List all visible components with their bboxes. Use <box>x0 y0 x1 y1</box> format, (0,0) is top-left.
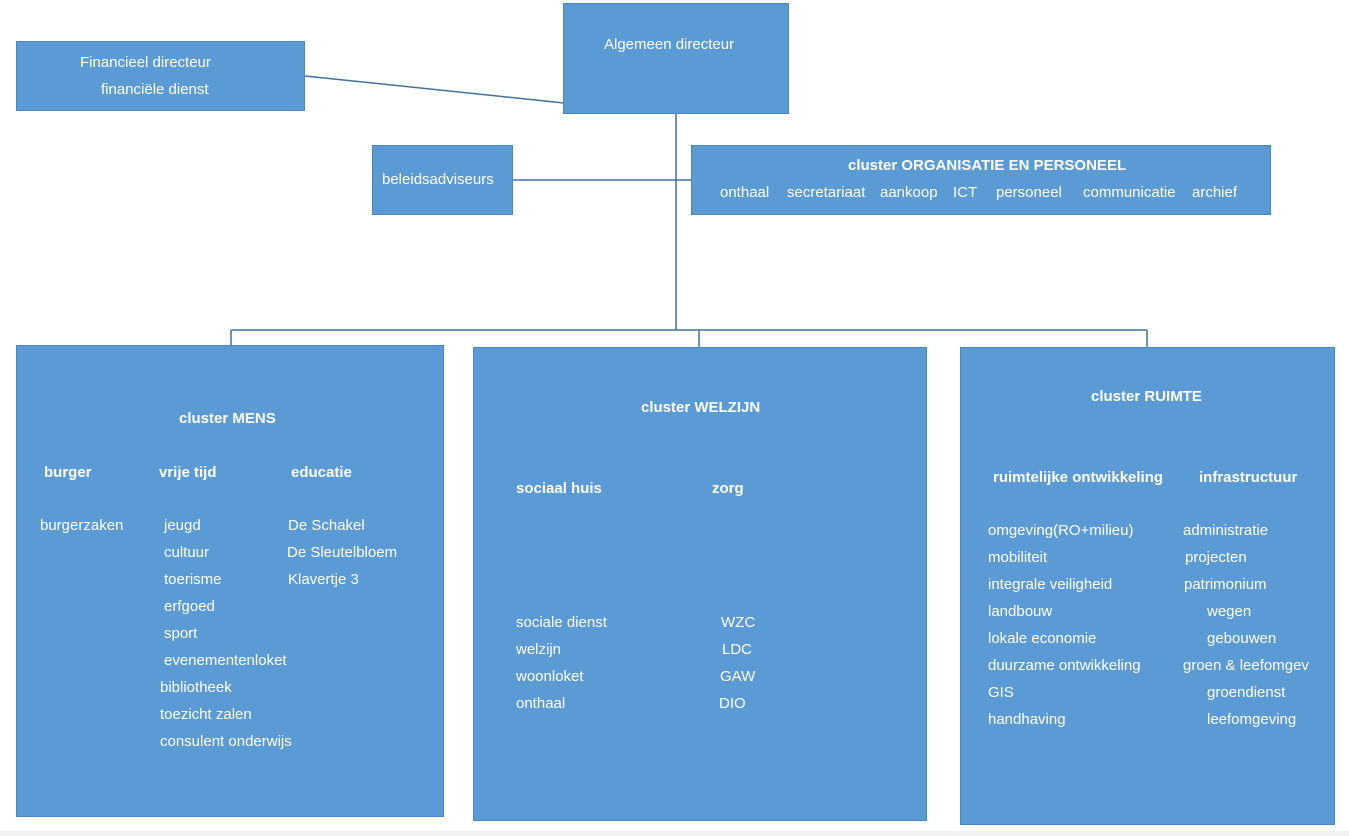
ruimte-item: handhaving <box>988 711 1066 728</box>
ruimte-item: duurzame ontwikkeling <box>988 657 1141 674</box>
welzijn-item: WZC <box>721 614 756 631</box>
cluster-organisatie-title: cluster ORGANISATIE EN PERSONEEL <box>848 157 1127 174</box>
ruimte-item: wegen <box>1207 603 1252 620</box>
ruimte-item: patrimonium <box>1184 576 1267 593</box>
bottom-strip <box>0 831 1349 836</box>
mens-head-educatie: educatie <box>291 464 352 481</box>
welzijn-item: GAW <box>720 668 756 685</box>
mens-item: bibliotheek <box>160 679 232 696</box>
mens-item: Klavertje 3 <box>288 571 359 588</box>
algemeen-directeur-box <box>563 3 789 114</box>
ruimte-item: GIS <box>988 684 1014 701</box>
ruimte-item: lokale economie <box>988 630 1097 647</box>
mens-head-burger: burger <box>44 464 92 481</box>
mens-item: cultuur <box>164 544 210 561</box>
ruimte-item: integrale veiligheid <box>988 576 1113 593</box>
organisatie-item: aankoop <box>880 184 938 201</box>
mens-item: De Sleutelbloem <box>287 544 398 561</box>
ruimte-item: groen & leefomgev <box>1183 657 1309 674</box>
ruimte-item: administratie <box>1183 522 1269 539</box>
welzijn-item: onthaal <box>516 695 566 712</box>
ruimte-head-ruimtelijke-ontwikkeling: ruimtelijke ontwikkeling <box>993 469 1164 486</box>
ruimte-item: groendienst <box>1207 684 1286 701</box>
organisatie-item: ICT <box>953 184 978 201</box>
welzijn-item: woonloket <box>516 668 584 685</box>
mens-item: burgerzaken <box>40 517 124 534</box>
financiele-dienst-label: financiële dienst <box>101 81 209 98</box>
ruimte-item: projecten <box>1185 549 1247 566</box>
mens-head-vrije-tijd: vrije tijd <box>159 464 217 481</box>
ruimte-item: mobiliteit <box>988 549 1048 566</box>
organisatie-item: personeel <box>996 184 1062 201</box>
financieel-directeur-box <box>16 41 305 111</box>
cluster-welzijn-title: cluster WELZIJN <box>641 399 761 416</box>
cluster-ruimte-title: cluster RUIMTE <box>1091 388 1202 405</box>
financieel-directeur-label: Financieel directeur <box>80 54 211 71</box>
cluster-mens-title: cluster MENS <box>179 410 276 427</box>
mens-item: toezicht zalen <box>160 706 252 723</box>
welzijn-item: welzijn <box>516 641 562 658</box>
organisatie-item: communicatie <box>1083 184 1176 201</box>
ruimte-item: omgeving(RO+milieu) <box>988 522 1134 539</box>
mens-item: consulent onderwijs <box>160 733 292 750</box>
ruimte-head-infrastructuur: infrastructuur <box>1199 469 1298 486</box>
ruimte-item: leefomgeving <box>1207 711 1297 728</box>
mens-item: sport <box>164 625 198 642</box>
beleidsadviseurs-box <box>372 145 513 215</box>
connector-financieel <box>304 75 565 104</box>
organisatie-item: archief <box>1192 184 1238 201</box>
cluster-welzijn-box <box>473 347 927 821</box>
welzijn-item: LDC <box>722 641 753 658</box>
welzijn-head-zorg: zorg <box>712 480 744 497</box>
beleidsadviseurs-label: beleidsadviseurs <box>382 171 494 188</box>
organisatie-item: secretariaat <box>787 184 866 201</box>
mens-item: toerisme <box>164 571 222 588</box>
mens-item: evenementenloket <box>164 652 287 669</box>
mens-item: erfgoed <box>164 598 215 615</box>
mens-item: De Schakel <box>288 517 365 534</box>
cluster-organisatie-box <box>691 145 1271 215</box>
ruimte-item: landbouw <box>988 603 1053 620</box>
cluster-mens-box <box>16 345 444 817</box>
ruimte-item: gebouwen <box>1207 630 1277 647</box>
welzijn-item: sociale dienst <box>516 614 607 631</box>
algemeen-directeur-label: Algemeen directeur <box>604 36 735 53</box>
cluster-ruimte-box <box>960 347 1335 825</box>
organisatie-item: onthaal <box>720 184 770 201</box>
welzijn-item: DIO <box>719 695 746 712</box>
welzijn-head-sociaal-huis: sociaal huis <box>516 480 602 497</box>
mens-item: jeugd <box>164 517 201 534</box>
